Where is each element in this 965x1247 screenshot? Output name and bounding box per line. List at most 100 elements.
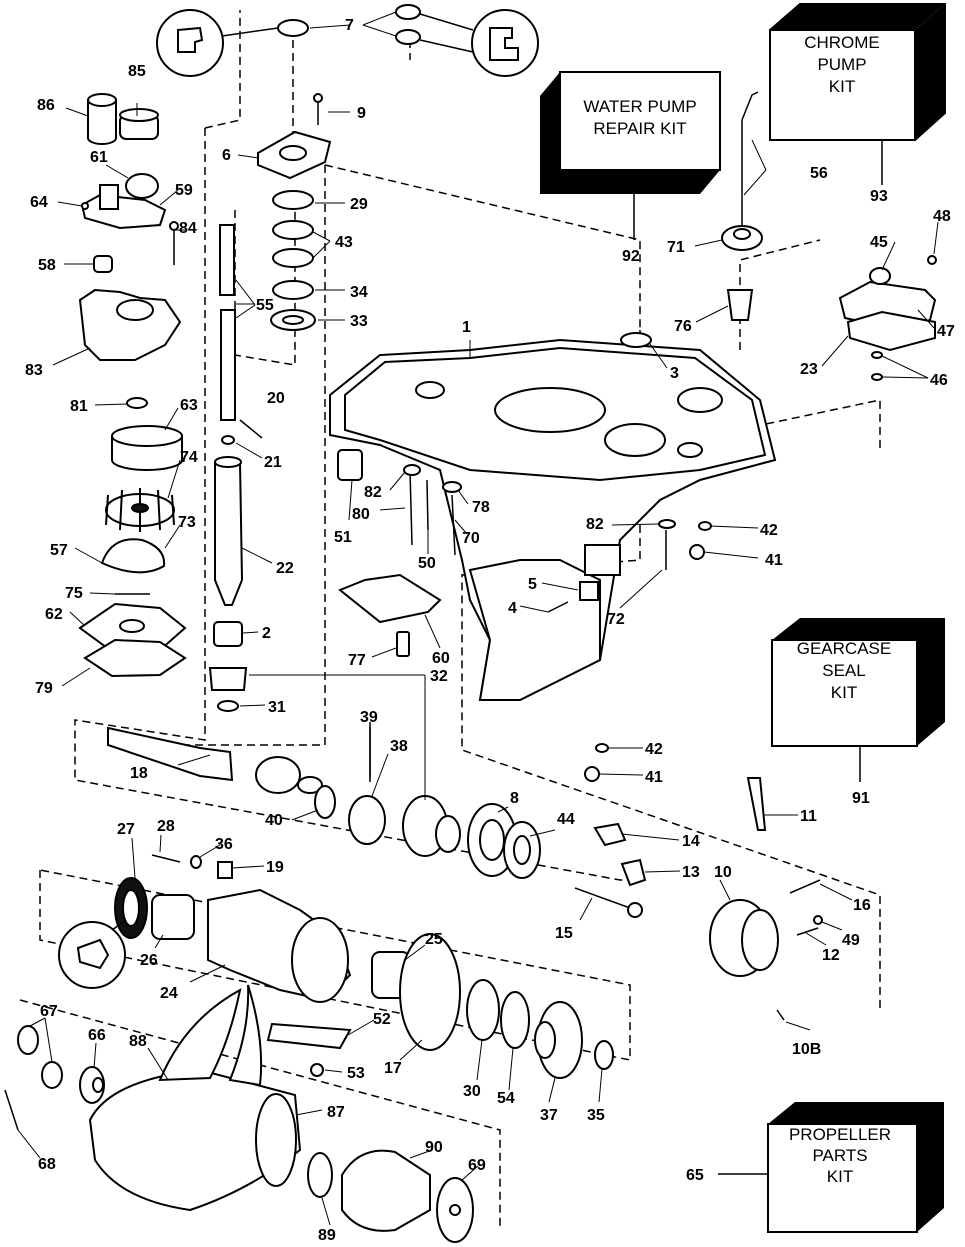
callout-61: 61 [90, 149, 108, 166]
water-pump-kit-line2: REPAIR KIT [593, 119, 686, 138]
callout-66: 66 [88, 1027, 106, 1044]
callout-77: 77 [348, 652, 366, 669]
callout-58: 58 [38, 257, 56, 274]
detail-insets [58, 9, 539, 989]
callout-16: 16 [853, 897, 871, 914]
chrome-pump-kit-line3: KIT [829, 77, 855, 96]
callout-63: 63 [180, 397, 198, 414]
assembly-dashed-lines [19, 10, 881, 1230]
gearcase-housing [329, 338, 777, 701]
callout-40: 40 [265, 812, 283, 829]
callout-24: 24 [160, 985, 178, 1002]
callout-62: 62 [45, 606, 63, 623]
callout-29: 29 [350, 196, 368, 213]
callout-1: 1 [462, 319, 471, 336]
callout-21: 21 [264, 454, 282, 471]
callout-53: 53 [347, 1065, 365, 1082]
callout-54: 54 [497, 1090, 515, 1107]
propeller-assembly [4, 984, 474, 1243]
callout-80: 80 [352, 506, 370, 523]
callout-65: 65 [686, 1167, 704, 1184]
callout-13: 13 [682, 864, 700, 881]
gearcase-seal-kit-line1: GEARCASE [797, 639, 891, 658]
callout-82a: 82 [364, 484, 382, 501]
callout-14: 14 [682, 833, 700, 850]
callout-8: 8 [510, 790, 519, 807]
callout-26a: 26 [140, 952, 158, 969]
callout-91: 91 [852, 790, 870, 807]
gearcase-seal-kit-box: GEARCASE SEAL KIT [771, 618, 945, 747]
callout-56: 56 [810, 165, 828, 182]
callout-28: 28 [157, 818, 175, 835]
callout-30: 30 [463, 1083, 481, 1100]
callout-35: 35 [587, 1107, 605, 1124]
callout-57: 57 [50, 542, 68, 559]
propeller-parts-kit-line2: PARTS [812, 1146, 867, 1165]
callout-43: 43 [335, 234, 353, 251]
water-pump-kit-box: WATER PUMP REPAIR KIT [540, 71, 721, 194]
callout-45: 45 [870, 234, 888, 251]
callout-52: 52 [373, 1011, 391, 1028]
callout-44: 44 [557, 811, 575, 828]
callout-15: 15 [555, 925, 573, 942]
callout-4: 4 [508, 600, 517, 617]
chrome-pump-kit-box: CHROME PUMP KIT [769, 3, 946, 141]
right-side-parts [337, 91, 937, 782]
callout-10b: 10B [792, 1041, 821, 1058]
gearcase-seal-kit-line2: SEAL [822, 661, 865, 680]
callout-41a: 41 [765, 552, 783, 569]
callout-85: 85 [128, 63, 146, 80]
callout-46: 46 [930, 372, 948, 389]
callout-3: 3 [670, 365, 679, 382]
callout-19: 19 [266, 859, 284, 876]
callout-47: 47 [937, 323, 955, 340]
callout-39: 39 [360, 709, 378, 726]
propeller-parts-kit-box: PROPELLER PARTS KIT [767, 1102, 944, 1233]
callout-72: 72 [607, 611, 625, 628]
pump-parts-left [78, 93, 187, 678]
callout-49: 49 [842, 932, 860, 949]
callout-41b: 41 [645, 769, 663, 786]
callout-2: 2 [262, 625, 271, 642]
callout-71: 71 [667, 239, 685, 256]
callout-73: 73 [178, 514, 196, 531]
callout-23: 23 [800, 361, 818, 378]
callout-12: 12 [822, 947, 840, 964]
callout-67: 67 [40, 1003, 58, 1020]
callout-10: 10 [714, 864, 732, 881]
callout-32: 32 [430, 668, 448, 685]
callout-74: 74 [180, 449, 198, 466]
callout-5: 5 [528, 576, 537, 593]
callout-11: 11 [800, 808, 817, 825]
callout-25: 25 [425, 931, 443, 948]
callout-leaders [17, 11, 939, 1226]
callout-68: 68 [38, 1156, 56, 1173]
callout-9: 9 [357, 105, 366, 122]
callout-33: 33 [350, 313, 368, 330]
callout-18: 18 [130, 765, 148, 782]
callout-60: 60 [432, 650, 450, 667]
water-pump-kit-line1: WATER PUMP [583, 97, 696, 116]
callout-75: 75 [65, 585, 83, 602]
callout-27: 27 [117, 821, 135, 838]
driveshaft-stack [208, 4, 421, 712]
callout-36: 36 [215, 836, 233, 853]
callout-7: 7 [345, 17, 354, 34]
callout-59: 59 [175, 182, 193, 199]
callout-42b: 42 [645, 741, 663, 758]
callout-70: 70 [462, 530, 480, 547]
chrome-pump-kit-line2: PUMP [817, 55, 866, 74]
callout-93: 93 [870, 188, 888, 205]
callout-76: 76 [674, 318, 692, 335]
propshaft-parts [107, 722, 823, 1079]
callout-numbers: 7 85 86 9 6 61 59 64 29 84 43 58 34 55 3… [25, 17, 955, 1244]
callout-34: 34 [350, 284, 368, 301]
propeller-parts-kit-line1: PROPELLER [789, 1125, 891, 1144]
callout-51: 51 [334, 529, 352, 546]
gearcase-seal-kit-line3: KIT [831, 683, 857, 702]
callout-48: 48 [933, 208, 951, 225]
callout-42a: 42 [760, 522, 778, 539]
callout-17: 17 [384, 1060, 402, 1077]
callout-82b: 82 [586, 516, 604, 533]
